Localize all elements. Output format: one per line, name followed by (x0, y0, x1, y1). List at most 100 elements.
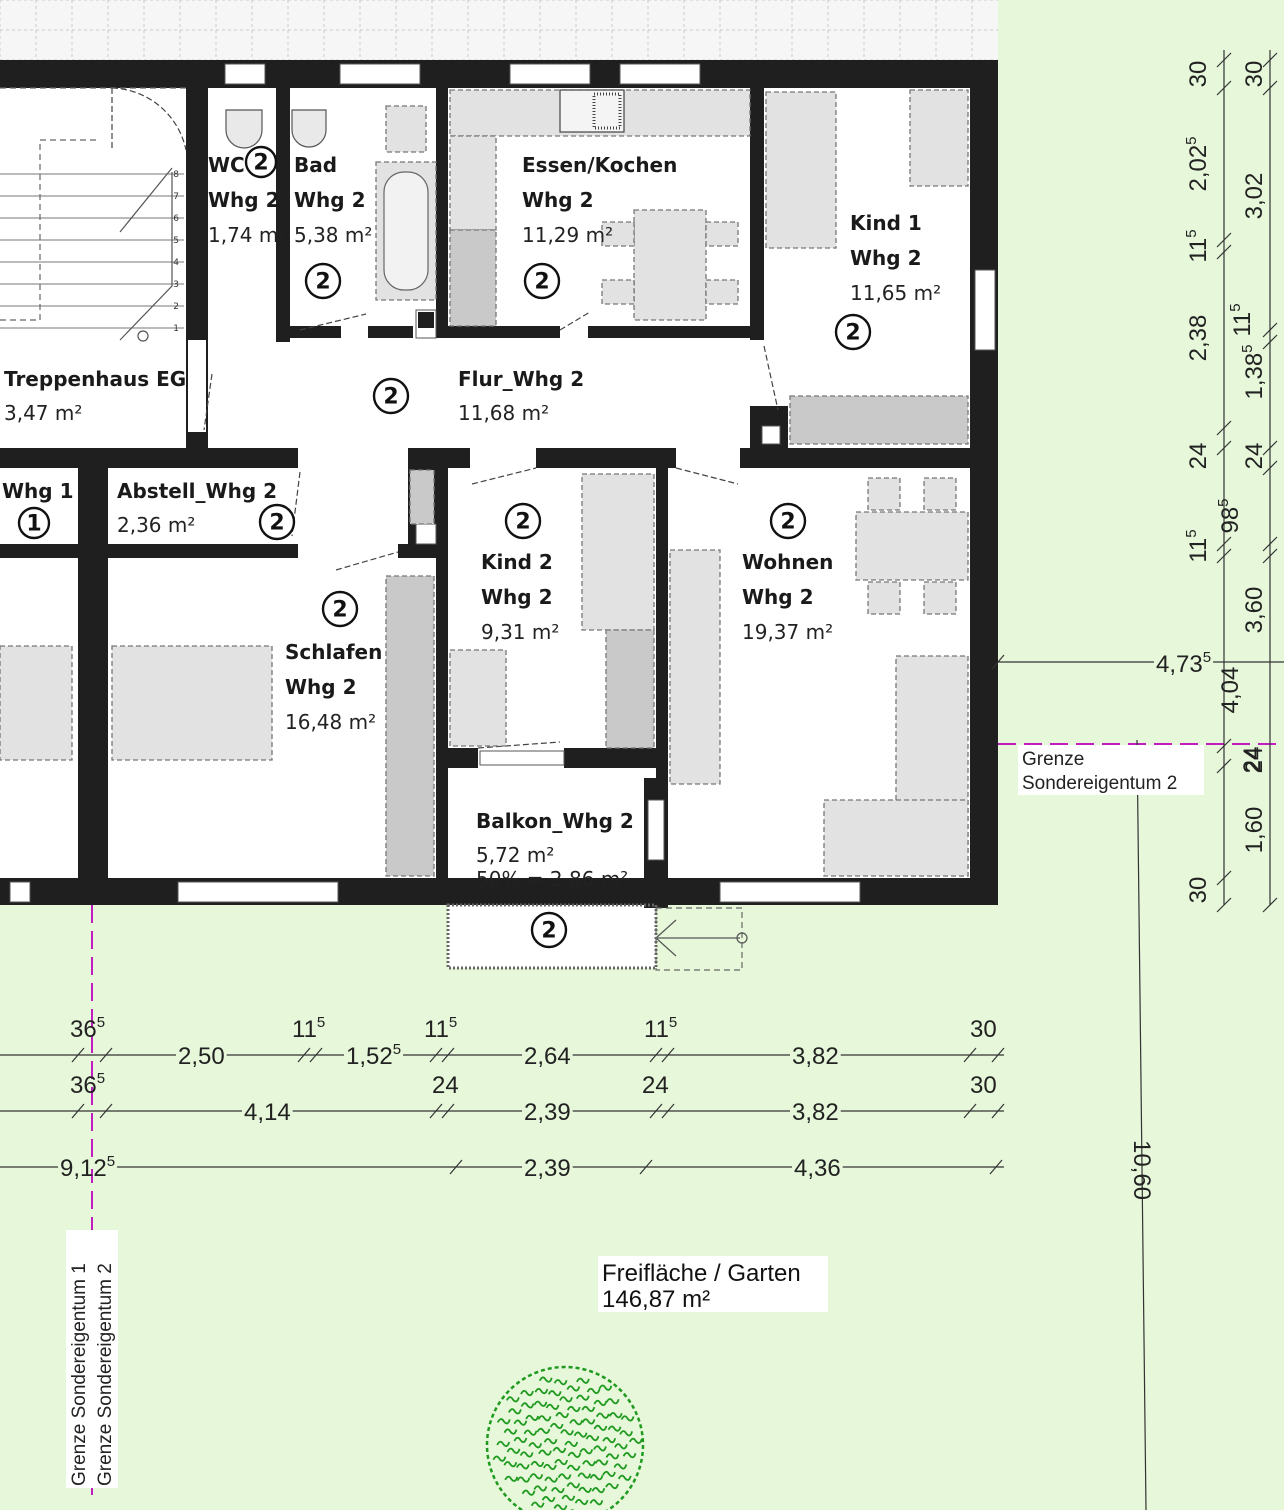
room-area: 19,37 m² (742, 620, 833, 644)
boundary-label-line1: Grenze (1022, 749, 1084, 770)
room-area: 3,47 m² (4, 401, 82, 425)
dimension-label: 4,735 (1156, 649, 1211, 678)
dimension-label: 115 (644, 1014, 677, 1043)
dimension-label: 24 (1241, 747, 1268, 774)
top-terrace (0, 0, 998, 61)
unit-badge-number: 2 (269, 511, 284, 536)
dimension-label: 9,125 (60, 1153, 115, 1182)
room-area: 5,72 m² (476, 843, 554, 867)
room-area: 2,36 m² (117, 513, 195, 537)
room-name: Kind 1 (850, 211, 922, 235)
dimension-label: 4,04 (1217, 667, 1244, 714)
room-area-share: 50% = 2,86 m² (476, 867, 628, 891)
room-unit: Whg 2 (850, 246, 922, 270)
dimension-label: 115 (1183, 229, 1212, 262)
room-area: 11,68 m² (458, 401, 549, 425)
unit-badge: 2 (321, 590, 359, 628)
dimension-label: 985 (1215, 498, 1244, 533)
room-name: Flur_Whg 2 (458, 367, 584, 391)
dimension-label: 1,60 (1241, 807, 1268, 854)
unit-badge-number: 2 (845, 321, 860, 346)
unit-badge-number: 2 (332, 598, 347, 623)
unit-badge-number: 2 (383, 385, 398, 410)
room-treppe: Treppenhaus EG 3,47 m² (4, 367, 186, 425)
stair-step-number: 5 (173, 236, 179, 246)
room-name: Treppenhaus EG (4, 367, 186, 391)
unit-badge: 2 (523, 262, 561, 300)
stair-step-number: 4 (173, 258, 179, 268)
room-flur: Flur_Whg 2 11,68 m² 2 (372, 367, 584, 425)
room-name: Balkon_Whg 2 (476, 809, 634, 833)
stair-step-number: 8 (173, 170, 179, 180)
room-wc: WC Whg 2 1,74 m² 2 (208, 145, 286, 247)
dimension-label: 115 (292, 1014, 325, 1043)
room-unit: Whg 2 (285, 675, 357, 699)
room-unit: Whg 2 (208, 188, 280, 212)
dimension-label: 24 (1241, 443, 1268, 470)
room-area: 1,74 m² (208, 223, 286, 247)
room-kind2: Kind 2 Whg 2 9,31 m² 2 (481, 502, 559, 644)
dimension-label: 3,82 (792, 1043, 839, 1070)
fixtures (225, 89, 751, 327)
room-name: Essen/Kochen (522, 153, 677, 177)
dimension-label: 115 (424, 1014, 457, 1043)
room-unit: Whg 2 (294, 188, 366, 212)
dimension-label: 24 (1185, 443, 1212, 470)
dimension-label: 365 (70, 1070, 105, 1099)
dimension-label: 3,02 (1241, 173, 1268, 220)
unit-badge: 2 (258, 503, 296, 541)
dimension-label: 1,525 (346, 1041, 401, 1070)
dimension-label: 3,60 (1241, 587, 1268, 634)
dimension-label: 4,36 (794, 1155, 841, 1182)
dimension-label: 2,64 (524, 1043, 571, 1070)
dimension-label: 10,60 (1128, 1140, 1155, 1200)
unit-badge-number: 2 (253, 151, 268, 176)
unit-badge: 2 (504, 502, 542, 540)
dimension-lines: 3652,501151,5251152,641153,82303654,1424… (0, 50, 1284, 1510)
unit-badge: 2 (372, 377, 410, 415)
stair-step-number: 6 (173, 214, 179, 224)
dimension-label: 30 (970, 1072, 997, 1099)
dimension-label: 30 (970, 1016, 997, 1043)
doors (111, 87, 779, 749)
room-name: Schlafen (285, 640, 382, 664)
room-whg1: Whg 11 (2, 479, 74, 540)
boundary-label-line2: Sondereigentum 2 (1022, 773, 1177, 794)
dimension-label: 24 (432, 1072, 459, 1099)
balcony-railing (446, 903, 658, 970)
room-name: Bad (294, 153, 337, 177)
dimension-label: 30 (1241, 61, 1268, 88)
room-area: 5,38 m² (294, 223, 372, 247)
unit-badge: 2 (530, 911, 568, 949)
room-unit: Whg 2 (481, 585, 553, 609)
dimension-label: 3,82 (792, 1099, 839, 1126)
dimension-label: 2,025 (1183, 136, 1212, 191)
unit-badge-number: 2 (315, 270, 330, 295)
room-area: 11,29 m² (522, 223, 613, 247)
dimension-label: 2,39 (524, 1155, 571, 1182)
stair-step-number: 7 (173, 192, 179, 202)
dimension-label: 2,50 (178, 1043, 225, 1070)
stair-step-number: 2 (173, 302, 179, 312)
room-name: Kind 2 (481, 550, 553, 574)
room-area: 16,48 m² (285, 710, 376, 734)
dimension-label: 30 (1185, 877, 1212, 904)
room-area: 9,31 m² (481, 620, 559, 644)
dimension-label: 4,14 (244, 1099, 291, 1126)
unit-badge-number: 2 (780, 510, 795, 535)
dimension-label: 2,39 (524, 1099, 571, 1126)
room-name: WC (208, 153, 245, 177)
windows (9, 63, 996, 903)
room-unit: Whg 2 (742, 585, 814, 609)
room-name: Wohnen (742, 550, 833, 574)
unit-badge: 2 (304, 262, 342, 300)
room-name: Whg 1 (2, 479, 74, 503)
dimension-label: 2,38 (1185, 315, 1212, 362)
room-unit: Whg 2 (522, 188, 594, 212)
